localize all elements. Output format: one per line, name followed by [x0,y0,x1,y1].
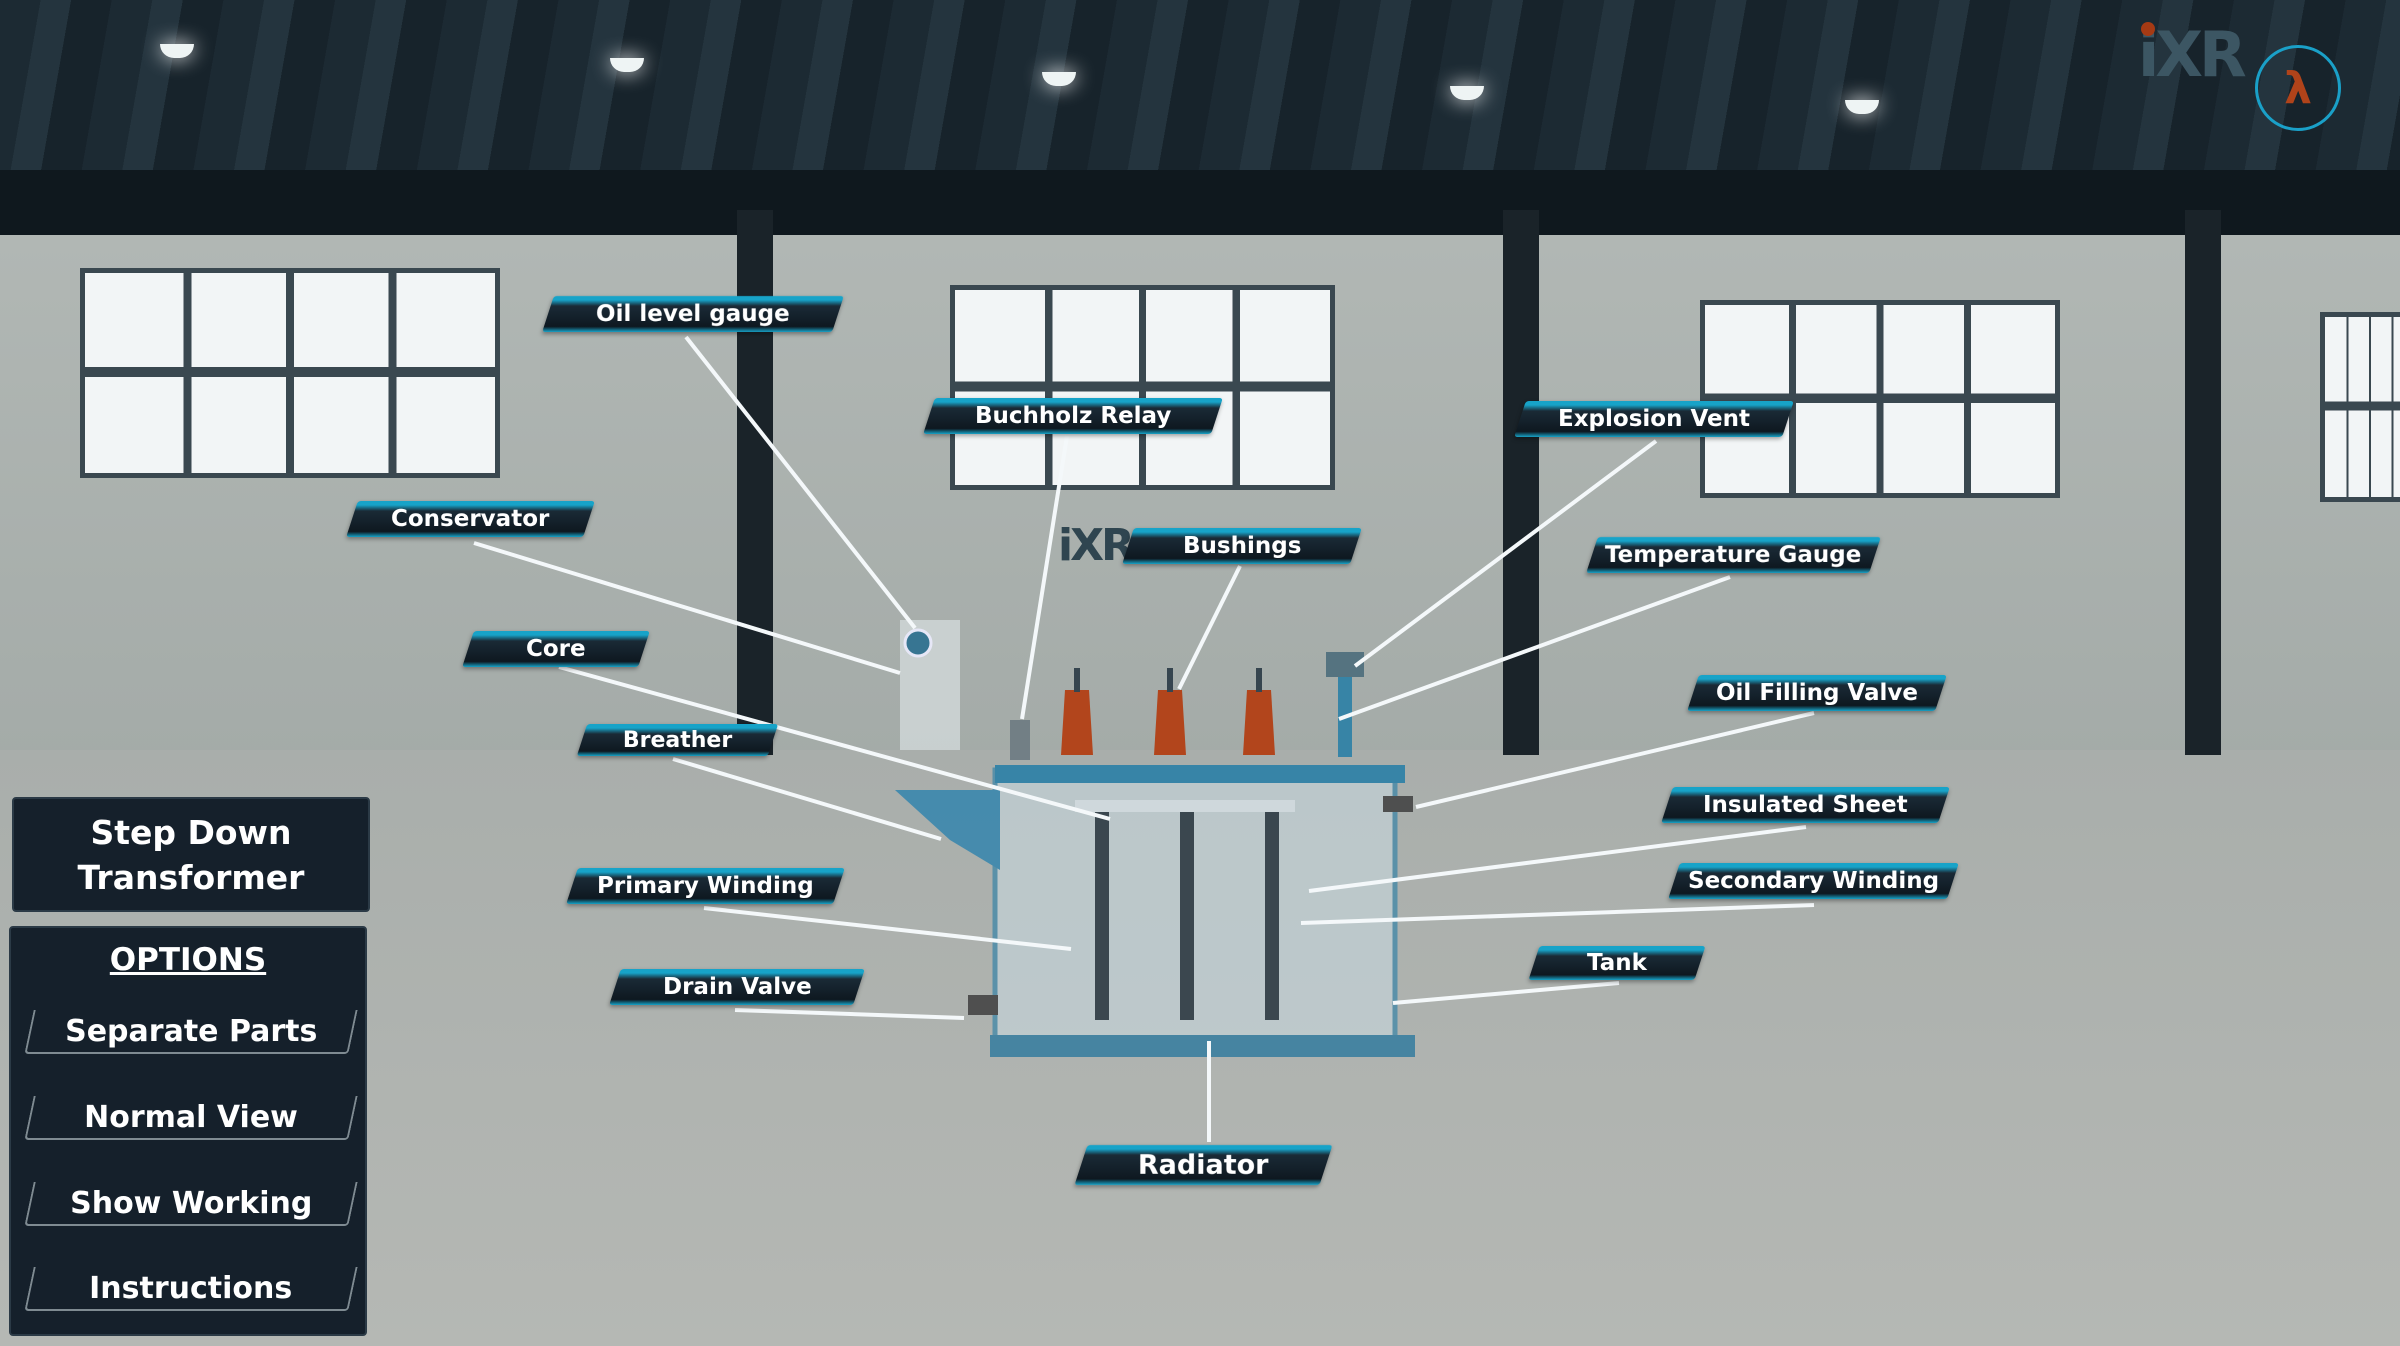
separate-parts-button[interactable]: Separate Parts [24,1010,358,1054]
label-oil-filling-valve[interactable]: Oil Filling Valve [1687,675,1947,711]
label-text: Insulated Sheet [1703,792,1908,818]
button-label: Normal View [84,1099,299,1135]
model-title-panel: Step Down Transformer [12,797,370,912]
label-buchholz-relay[interactable]: Buchholz Relay [923,398,1223,434]
label-text: Radiator [1138,1149,1269,1181]
label-text: Secondary Winding [1687,868,1940,894]
ceiling-light [1450,86,1484,100]
label-text: Oil Filling Valve [1716,680,1918,706]
show-working-button[interactable]: Show Working [24,1182,358,1226]
label-tank[interactable]: Tank [1528,946,1706,980]
label-explosion-vent[interactable]: Explosion Vent [1514,401,1794,437]
button-label: Show Working [70,1185,313,1221]
user-avatar-icon[interactable]: λ [2255,45,2341,131]
label-secondary-winding[interactable]: Secondary Winding [1668,863,1959,899]
label-bushings[interactable]: Bushings [1122,528,1362,564]
window [2320,312,2400,502]
normal-view-button[interactable]: Normal View [24,1096,358,1140]
label-conservator[interactable]: Conservator [346,501,595,537]
label-primary-winding[interactable]: Primary Winding [566,868,845,904]
label-core[interactable]: Core [462,631,650,667]
label-text: Breather [622,727,733,753]
ceiling-light [1845,100,1879,114]
watermark-logo: iXR [1058,520,1135,571]
label-text: Core [526,636,586,662]
label-drain-valve[interactable]: Drain Valve [609,969,865,1005]
window [1700,300,2060,498]
button-label: Separate Parts [65,1013,318,1049]
label-text: Oil level gauge [596,301,790,327]
options-panel: OPTIONS Separate Parts Normal View Show … [9,926,367,1336]
label-oil-level-gauge[interactable]: Oil level gauge [542,296,844,332]
transformer-body [895,620,1415,1057]
label-temperature-gauge[interactable]: Temperature Gauge [1586,537,1881,573]
bushing-set [1061,668,1275,755]
window [950,285,1335,490]
label-text: Buchholz Relay [974,403,1172,429]
ceiling-light [160,44,194,58]
label-text: Tank [1587,950,1647,976]
label-text: Temperature Gauge [1605,542,1862,568]
label-text: Explosion Vent [1558,406,1750,432]
leader-lines [473,335,1815,1142]
label-radiator[interactable]: Radiator [1074,1145,1333,1185]
column [2185,210,2221,755]
options-heading: OPTIONS [109,942,267,978]
ceiling-light [610,58,644,72]
column [1503,210,1539,755]
label-text: Conservator [391,506,550,532]
model-title: Step Down Transformer [77,812,305,897]
label-text: Drain Valve [662,974,812,1000]
label-breather[interactable]: Breather [576,724,779,756]
logo-dot-icon [2141,22,2155,36]
label-insulated-sheet[interactable]: Insulated Sheet [1661,787,1950,823]
instructions-button[interactable]: Instructions [24,1267,358,1311]
ixr-logo: iXR [2138,18,2247,91]
label-text: Bushings [1182,533,1302,559]
ceiling-light [1042,72,1076,86]
label-text: Primary Winding [597,873,814,899]
window [80,268,500,478]
button-label: Instructions [89,1270,293,1306]
ceiling-beam [0,170,2400,235]
